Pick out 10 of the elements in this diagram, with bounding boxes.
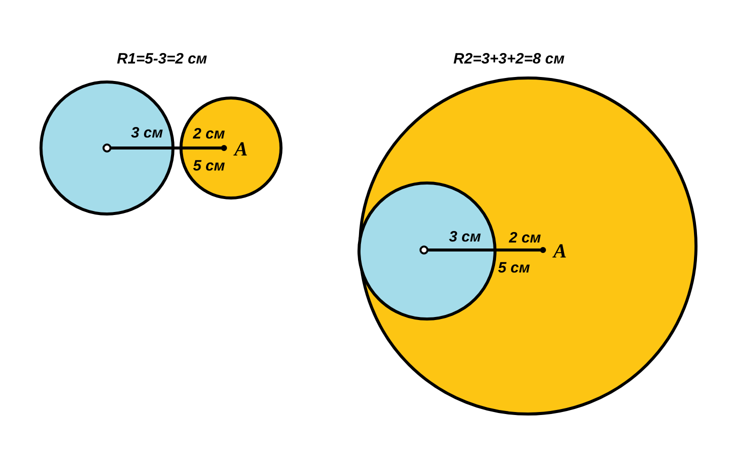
formula-title: R1=5-3=2 см (116, 50, 208, 68)
measurement-label: 5 см (498, 260, 530, 276)
measurement-label: 2 см (509, 230, 541, 246)
measurement-label: 3 см (449, 228, 481, 246)
measurement-label: 3 см (131, 124, 163, 142)
point-label: A (234, 138, 248, 162)
measurement-label: 5 см (193, 158, 225, 174)
point-label: A (553, 240, 567, 264)
formula-title: R2=3+3+2=8 см (453, 50, 565, 68)
measurement-label: 2 см (193, 126, 225, 142)
